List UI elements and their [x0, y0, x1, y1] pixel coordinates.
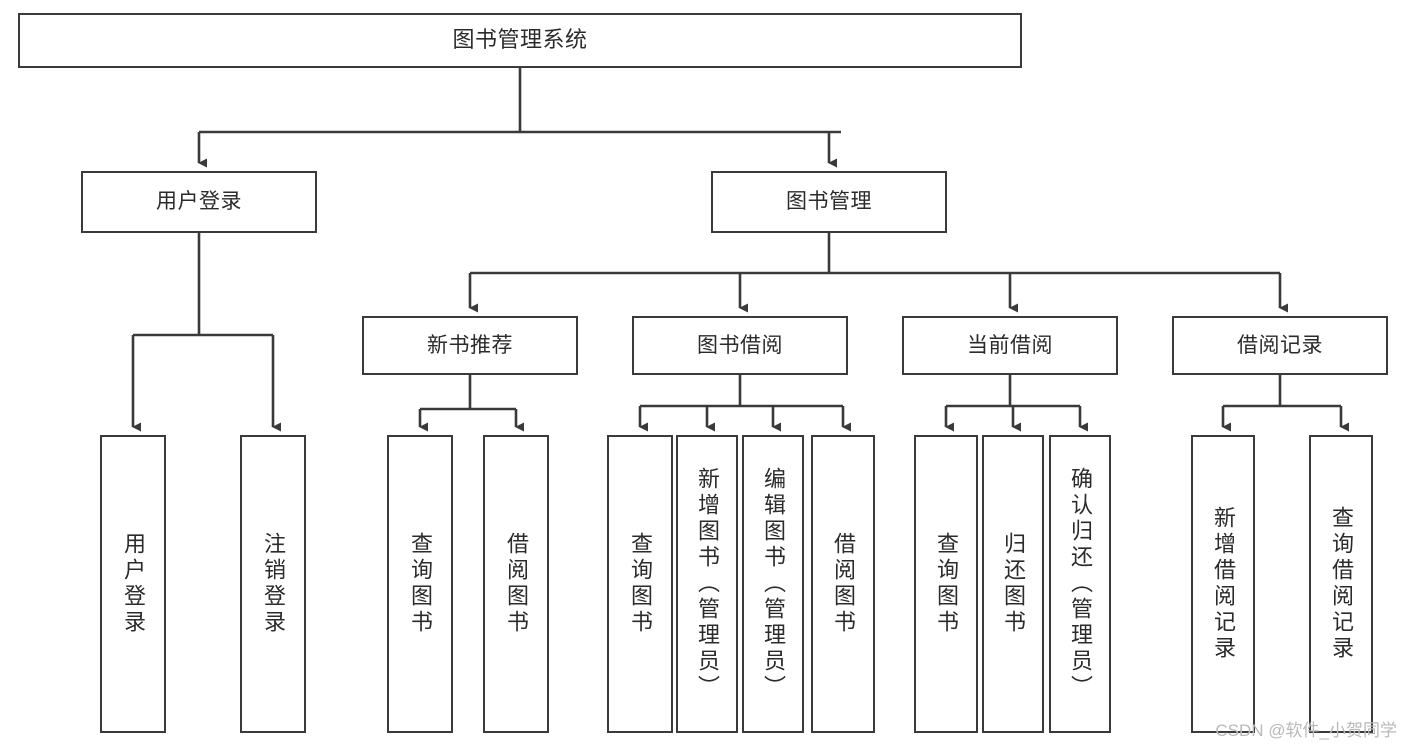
node-leaf-return-book[interactable]: 归还图书	[982, 435, 1044, 733]
node-leaf-query-record[interactable]: 查询借阅记录	[1309, 435, 1373, 733]
node-leaf-confirm-return-label: 确认归还（管理员）	[1068, 467, 1093, 701]
connector-userlogin-to-leaves	[131, 233, 281, 432]
node-user-login-label: 用户登录	[156, 190, 242, 214]
node-leaf-query-record-label: 查询借阅记录	[1329, 506, 1354, 662]
node-current-borrow-label: 当前借阅	[967, 333, 1053, 357]
node-leaf-logout[interactable]: 注销登录	[240, 435, 306, 733]
node-new-book-recommend[interactable]: 新书推荐	[362, 316, 578, 375]
node-book-management-label: 图书管理	[786, 190, 872, 214]
node-borrow-records-label: 借阅记录	[1237, 333, 1323, 357]
node-leaf-query-book-1[interactable]: 查询图书	[387, 435, 453, 733]
node-leaf-add-record-label: 新增借阅记录	[1211, 506, 1236, 662]
node-leaf-query-book-2[interactable]: 查询图书	[607, 435, 673, 733]
node-leaf-borrow-book-2[interactable]: 借阅图书	[811, 435, 875, 733]
node-root-label: 图书管理系统	[452, 27, 588, 53]
node-leaf-add-book[interactable]: 新增图书（管理员）	[676, 435, 738, 733]
node-leaf-confirm-return[interactable]: 确认归还（管理员）	[1049, 435, 1111, 733]
node-leaf-edit-book-label: 编辑图书（管理员）	[761, 467, 786, 701]
node-leaf-add-book-label: 新增图书（管理员）	[695, 467, 720, 701]
node-leaf-borrow-book-1-label: 借阅图书	[504, 532, 529, 636]
node-new-book-recommend-label: 新书推荐	[427, 333, 513, 357]
connector-newbook-to-leaves	[418, 375, 524, 432]
node-book-management[interactable]: 图书管理	[711, 171, 947, 233]
connector-bookborrow-to-leaves	[638, 375, 851, 432]
node-borrow-records[interactable]: 借阅记录	[1172, 316, 1388, 375]
connector-currentborrow-to-leaves	[944, 375, 1088, 432]
node-leaf-user-login[interactable]: 用户登录	[100, 435, 166, 733]
node-leaf-add-record[interactable]: 新增借阅记录	[1191, 435, 1255, 733]
node-leaf-query-book-1-label: 查询图书	[408, 532, 433, 636]
node-leaf-query-book-3[interactable]: 查询图书	[914, 435, 978, 733]
connector-booksystem-to-level3	[468, 233, 1288, 313]
node-leaf-query-book-3-label: 查询图书	[934, 532, 959, 636]
node-leaf-user-login-label: 用户登录	[121, 532, 146, 636]
node-root[interactable]: 图书管理系统	[18, 13, 1022, 68]
node-user-login[interactable]: 用户登录	[81, 171, 317, 233]
node-leaf-borrow-book-2-label: 借阅图书	[831, 532, 856, 636]
node-book-borrow-label: 图书借阅	[697, 333, 783, 357]
node-leaf-logout-label: 注销登录	[261, 532, 286, 636]
watermark-text: CSDN @软件_小贺同学	[1215, 721, 1397, 740]
node-leaf-borrow-book-1[interactable]: 借阅图书	[483, 435, 549, 733]
node-leaf-edit-book[interactable]: 编辑图书（管理员）	[742, 435, 804, 733]
connector-root-to-level2	[197, 68, 841, 168]
node-book-borrow[interactable]: 图书借阅	[632, 316, 848, 375]
node-leaf-query-book-2-label: 查询图书	[628, 532, 653, 636]
node-current-borrow[interactable]: 当前借阅	[902, 316, 1118, 375]
node-leaf-return-book-label: 归还图书	[1001, 532, 1026, 636]
connector-borrowrecords-to-leaves	[1221, 375, 1349, 432]
